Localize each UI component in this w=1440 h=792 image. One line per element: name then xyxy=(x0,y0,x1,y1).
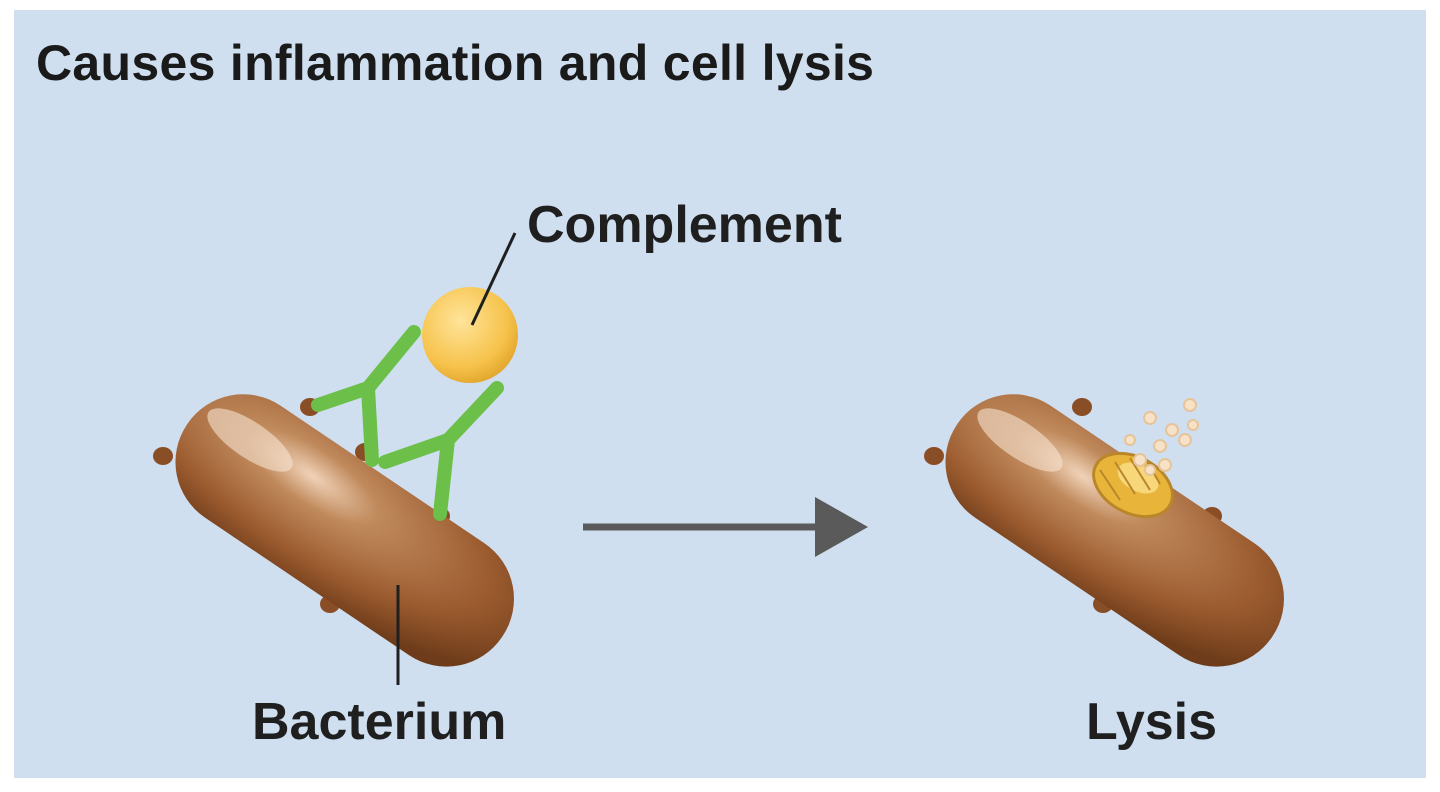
bacterium-lysed xyxy=(924,394,1284,667)
bacterium-left xyxy=(153,394,514,667)
complement-leader-line xyxy=(470,232,517,326)
antibody-left xyxy=(311,325,421,467)
bacterium-label: Bacterium xyxy=(252,693,507,751)
process-arrow xyxy=(583,497,868,557)
complement-label: Complement xyxy=(527,196,842,254)
antibody-right xyxy=(378,381,504,521)
leaking-contents xyxy=(1124,398,1199,476)
lysis-label: Lysis xyxy=(1086,693,1218,751)
figure-title: Causes inflammation and cell lysis xyxy=(36,35,875,91)
complement-sphere xyxy=(422,287,518,383)
